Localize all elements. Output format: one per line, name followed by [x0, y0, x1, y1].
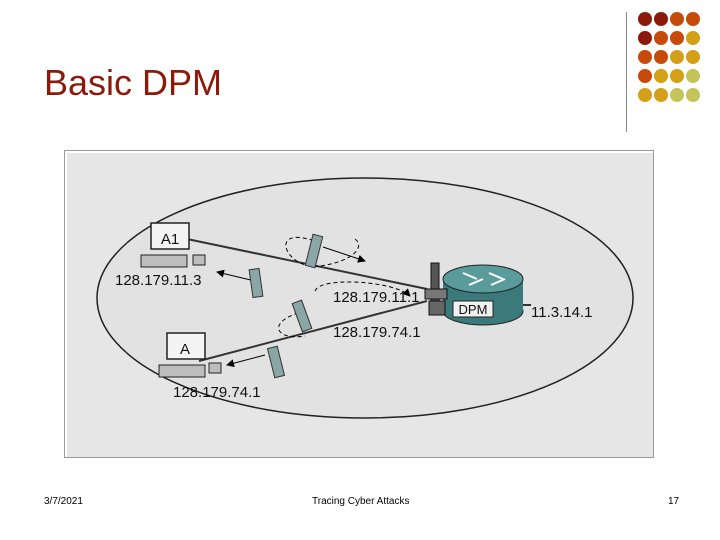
- decorative-dot: [686, 88, 700, 102]
- decorative-dot: [670, 88, 684, 102]
- decorative-dot: [654, 12, 668, 26]
- decorative-dot: [686, 12, 700, 26]
- decorative-dot: [654, 88, 668, 102]
- decorative-dot: [638, 12, 652, 26]
- packet: [304, 233, 324, 269]
- router-out-ip: 11.3.14.1: [531, 304, 592, 321]
- packet: [291, 299, 313, 333]
- packet: [266, 345, 286, 379]
- dpm-marker-device: [424, 262, 448, 316]
- attack-loop-middle: [314, 281, 411, 297]
- decorative-dot: [686, 31, 700, 45]
- decorative-dot: [654, 50, 668, 64]
- link-a-router: [198, 300, 428, 362]
- decorative-dot: [670, 31, 684, 45]
- attack-loop-top: [285, 236, 360, 267]
- decorative-dot: [654, 69, 668, 83]
- attack-loop-bottom: [278, 310, 306, 338]
- host-a-computer: A: [158, 332, 222, 378]
- footer-title: Tracing Cyber Attacks: [312, 496, 410, 507]
- decorative-dot: [670, 69, 684, 83]
- footer-page-number: 17: [668, 496, 680, 507]
- decorative-dot: [670, 12, 684, 26]
- host-a1-ip: 128.179.11.3: [115, 272, 201, 289]
- router-label: DPM: [459, 302, 488, 317]
- network-diagram-panel: A1 128.179.11.3 A 128.179.74.1 DPM: [64, 150, 654, 458]
- decorative-dot: [686, 50, 700, 64]
- host-a1-label: A1: [161, 231, 179, 248]
- decorative-dot: [638, 69, 652, 83]
- host-a-ip: 128.179.74.1: [173, 384, 261, 401]
- title-divider-line: [626, 12, 627, 132]
- decorative-dot: [638, 50, 652, 64]
- packet: [248, 267, 264, 299]
- footer-date: 3/7/2021: [44, 496, 83, 507]
- arrow-to-a1: [216, 269, 256, 282]
- network-cloud: [96, 177, 634, 419]
- slide-title: Basic DPM: [44, 62, 223, 103]
- decorative-dot: [654, 31, 668, 45]
- decorative-dot: [638, 88, 652, 102]
- decorative-dot-grid: [638, 12, 700, 102]
- arrow-to-router-top: [322, 246, 366, 263]
- network-diagram: A1 128.179.11.3 A 128.179.74.1 DPM: [96, 177, 634, 419]
- decorative-dot: [686, 69, 700, 83]
- host-a1-computer: A1: [140, 222, 206, 268]
- decorative-dot: [670, 50, 684, 64]
- host-a-label: A: [180, 341, 190, 358]
- dpm-router: DPM: [442, 264, 524, 326]
- interface-top-ip: 128.179.11.1: [333, 289, 419, 306]
- arrow-to-a: [226, 354, 266, 368]
- decorative-dot: [638, 31, 652, 45]
- interface-bottom-ip: 128.179.74.1: [333, 324, 421, 341]
